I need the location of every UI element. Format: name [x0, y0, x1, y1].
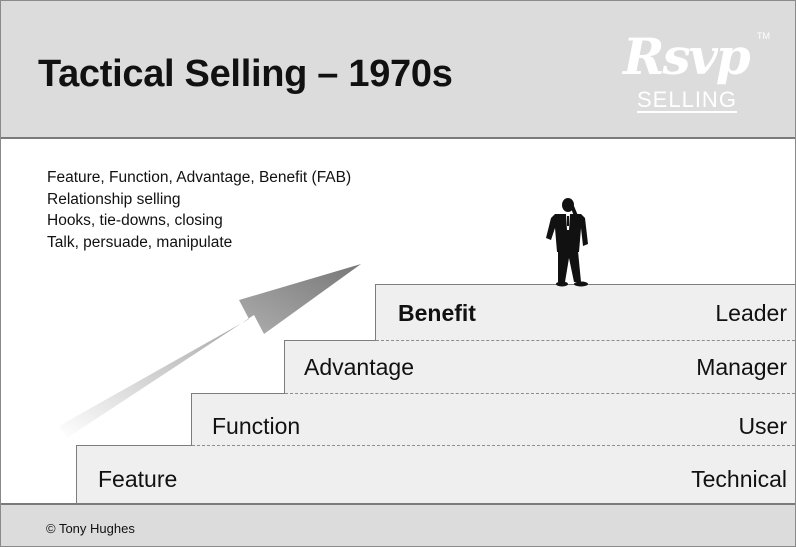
step-role-leader: Leader: [715, 300, 787, 326]
step-function: Function User: [191, 393, 795, 446]
step-feature: Feature Technical: [76, 445, 795, 503]
step-role-manager: Manager: [696, 354, 787, 380]
copyright: © Tony Hughes: [46, 521, 135, 536]
bullet-item: Relationship selling: [47, 190, 181, 208]
step-role-technical: Technical: [691, 466, 787, 492]
step-benefit: Benefit Leader: [375, 284, 795, 341]
step-advantage: Advantage Manager: [284, 340, 795, 394]
step-divider: [192, 445, 795, 446]
bullet-item: Hooks, tie-downs, closing: [47, 212, 223, 229]
step-divider: [376, 340, 795, 341]
page-title: Tactical Selling – 1970s: [38, 53, 453, 95]
bullet-item: Talk, persuade, manipulate: [47, 233, 233, 251]
bullet-item: Feature, Function, Advantage, Benefit (F…: [47, 169, 352, 186]
logo-trademark: TM: [757, 31, 770, 41]
step-role-user: User: [738, 413, 787, 439]
rising-arrow-icon: [59, 264, 361, 438]
bullet-list: Feature, Function, Advantage, Benefit (F…: [47, 167, 351, 253]
header-band: Tactical Selling – 1970s Rsvp TM SELLING: [1, 1, 795, 139]
step-label-feature: Feature: [98, 466, 178, 492]
logo-word: SELLING: [637, 87, 737, 113]
step-label-function: Function: [212, 413, 301, 439]
step-label-benefit: Benefit: [398, 300, 476, 326]
step-divider: [285, 393, 795, 394]
footer-band: © Tony Hughes: [1, 503, 795, 546]
step-label-advantage: Advantage: [304, 354, 414, 380]
businessman-figure-icon: [546, 198, 588, 287]
rsvp-selling-logo: Rsvp TM SELLING: [615, 27, 795, 123]
logo-script: Rsvp: [623, 27, 751, 86]
